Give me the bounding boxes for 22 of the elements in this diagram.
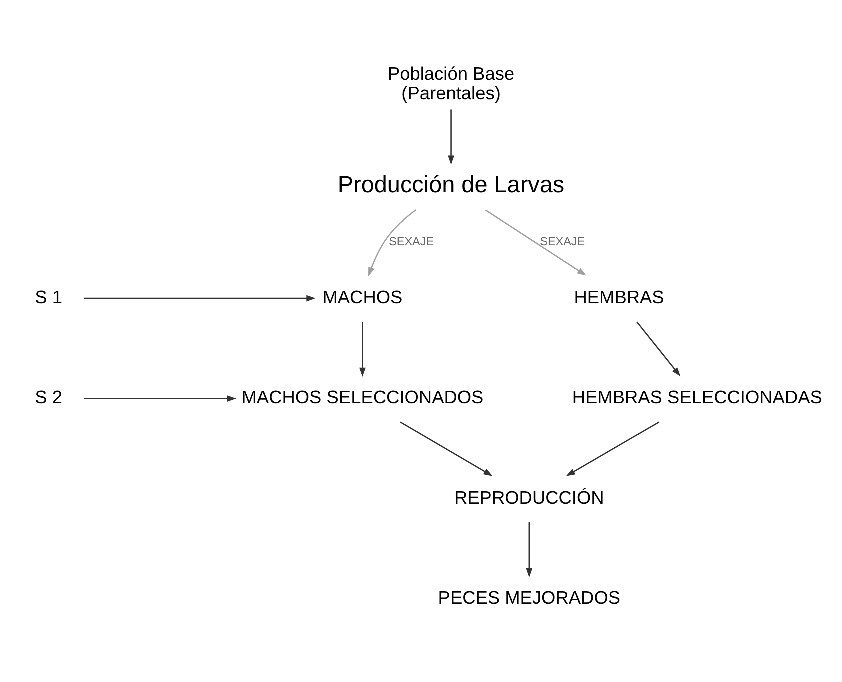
node-text: S 2 xyxy=(35,386,63,408)
arrow xyxy=(485,209,587,276)
arrow xyxy=(84,395,236,402)
node-text: PECES MEJORADOS xyxy=(438,586,621,608)
arrow xyxy=(400,421,493,476)
arrow xyxy=(360,322,366,377)
arrow xyxy=(448,109,454,164)
node-text: Población Base (Parentales) xyxy=(388,62,515,104)
node-text: REPRODUCCIÓN xyxy=(454,486,604,508)
edge-label: SEXAJE xyxy=(540,234,586,248)
arrow xyxy=(526,522,533,578)
node-text: MACHOS SELECCIONADOS xyxy=(242,386,484,408)
node-text: MACHOS xyxy=(322,286,403,307)
node-text: HEMBRAS xyxy=(574,286,664,307)
arrow xyxy=(368,209,416,276)
edge-label: SEXAJE xyxy=(389,234,434,248)
node-text: HEMBRAS SELECCIONADAS xyxy=(572,386,822,408)
arrow xyxy=(566,421,660,476)
node-text: S 1 xyxy=(35,286,63,307)
node-text: Producción de Larvas xyxy=(338,170,565,197)
arrow xyxy=(84,294,316,302)
arrow xyxy=(636,321,681,376)
